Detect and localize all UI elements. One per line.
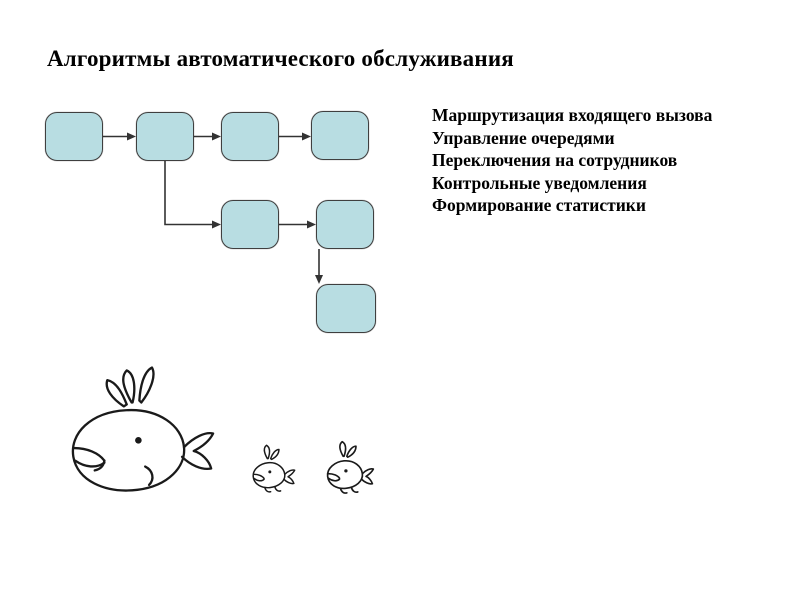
small-fish-drawing <box>252 444 296 493</box>
flowchart-node-1 <box>45 112 103 161</box>
page-title: Алгоритмы автоматического обслуживания <box>47 46 514 71</box>
feature-list: Маршрутизация входящего вызова Управлени… <box>432 104 712 217</box>
connector-elbow <box>164 161 213 226</box>
whale-drawing <box>71 366 215 492</box>
feature-item: Управление очередями <box>432 127 615 148</box>
flowchart-node-2 <box>136 112 194 161</box>
connector-arrowhead <box>315 275 323 284</box>
feature-item: Переключения на сотрудников <box>432 150 678 170</box>
flowchart-node-6 <box>316 200 374 249</box>
flowchart-node-5 <box>221 200 279 249</box>
feature-item: Формирование статистики <box>432 195 646 215</box>
feature-item: Контрольные уведомления <box>432 172 647 193</box>
flowchart-node-4 <box>311 111 369 160</box>
connector-arrowhead <box>127 132 136 141</box>
feature-item: Маршрутизация входящего вызова <box>432 105 713 125</box>
flowchart-node-7 <box>316 284 376 333</box>
connector-arrowhead <box>212 132 221 141</box>
connector-arrowhead <box>212 220 221 229</box>
flowchart-node-3 <box>221 112 279 161</box>
small-fish-drawing <box>326 440 375 494</box>
connector-arrowhead <box>307 220 316 229</box>
connector-arrowhead <box>302 132 311 141</box>
